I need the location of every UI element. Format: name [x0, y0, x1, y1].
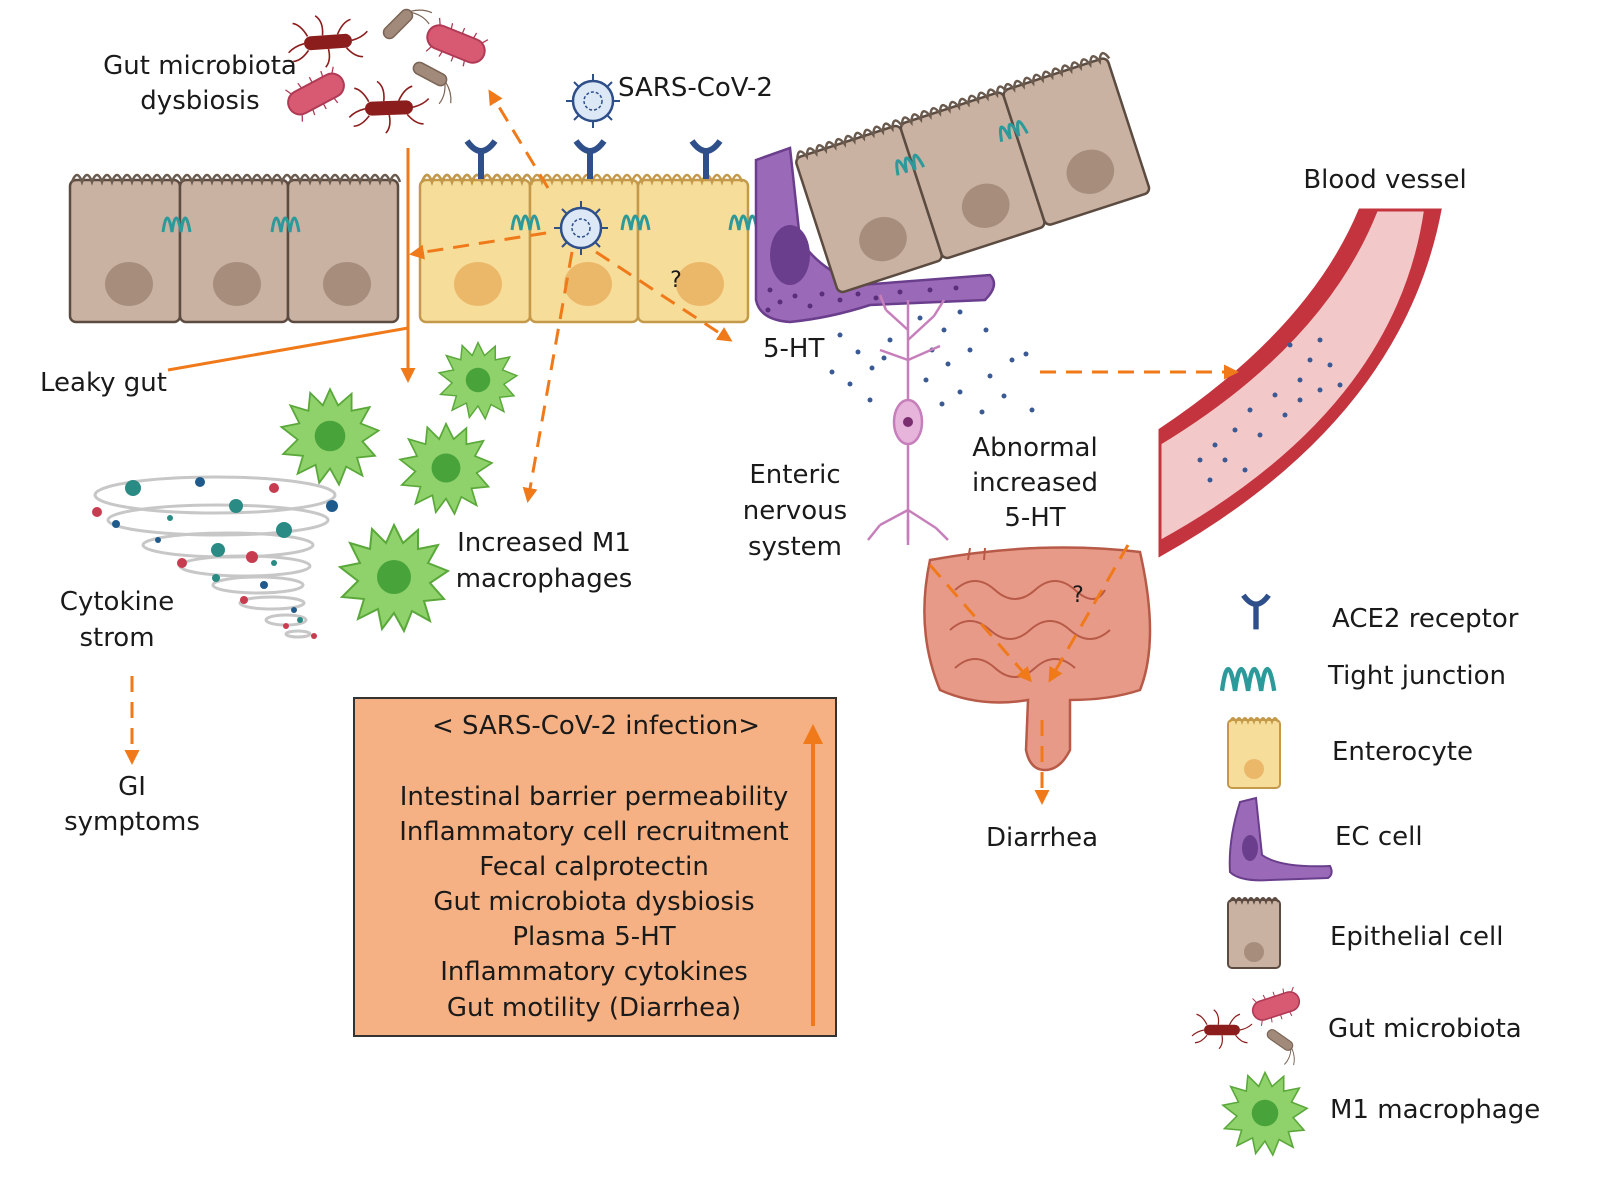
- sars-cov-2-virus-icon: [564, 72, 622, 130]
- virus-to-microbiota-arrow: [488, 89, 550, 189]
- legend-label: Tight junction: [1327, 661, 1506, 691]
- leaky-gut-label: Leaky gut: [40, 368, 167, 398]
- gut-microbiota-cluster: [280, 0, 492, 136]
- enterocytes: [418, 173, 759, 324]
- question-mark-intestine: ?: [1072, 583, 1084, 608]
- legend: ACE2 receptor Tight junction Enterocyte …: [1191, 595, 1540, 1156]
- enteric-neuron: [867, 294, 949, 545]
- tight-junction-icon: [1219, 666, 1277, 692]
- sars-cov-2-virus-icon: [552, 199, 610, 257]
- infection-box-item: Fecal calprotectin: [479, 852, 709, 882]
- infection-box-item: Gut motility (Diarrhea): [447, 993, 741, 1023]
- virus-to-5ht-arrow: [595, 250, 733, 342]
- epithelial-cells-left: [68, 173, 402, 324]
- ace2-receptor-icon: [692, 141, 720, 179]
- virus-to-m1-arrow: [522, 251, 574, 503]
- gut-microbiota-icon: [1191, 984, 1305, 1070]
- cytokine-storm-tornado: [93, 475, 337, 639]
- gi-label-2: symptoms: [64, 807, 200, 837]
- cytokine-label-1: Cytokine: [60, 587, 174, 617]
- legend-label: ACE2 receptor: [1332, 604, 1519, 634]
- legend-label: Gut microbiota: [1328, 1014, 1522, 1044]
- infection-box-item: Gut microbiota dysbiosis: [433, 887, 754, 917]
- abnormal-label-1: Abnormal: [972, 433, 1097, 463]
- blood-vessel: [1158, 208, 1442, 558]
- infection-box-item: Inflammatory cell recruitment: [399, 817, 788, 847]
- ec-cell-icon: [1228, 796, 1333, 882]
- question-mark-cell: ?: [670, 268, 682, 293]
- diarrhea-label: Diarrhea: [986, 823, 1098, 853]
- cytokine-label-2: strom: [79, 623, 154, 653]
- legend-label: Epithelial cell: [1330, 922, 1503, 952]
- sars-cov-2-label: SARS-CoV-2: [618, 73, 773, 103]
- infection-box-item: Plasma 5-HT: [512, 922, 675, 952]
- serotonin-dots: [829, 309, 1035, 415]
- legend-label: Enterocyte: [1332, 737, 1473, 767]
- legend-label: M1 macrophage: [1330, 1095, 1540, 1125]
- gut-microbiota-dysbiosis-label-1: Gut microbiota: [103, 51, 297, 81]
- ace2-receptor-icon: [576, 141, 604, 179]
- m1-macrophage-icon: [1222, 1071, 1308, 1156]
- m1-macrophage-icon: [280, 388, 380, 486]
- infection-box-item: Inflammatory cytokines: [440, 957, 748, 987]
- enterocyte-icon: [1227, 717, 1281, 789]
- ace2-receptor-icon: [1243, 595, 1268, 629]
- virus-to-leaky-arrow: [409, 231, 547, 260]
- m1-macrophage-icon: [339, 524, 449, 632]
- gi-label-1: GI: [118, 772, 146, 802]
- leaky-gut-pointer: [167, 326, 409, 372]
- enteric-label-2: nervous: [743, 496, 847, 526]
- m1-macrophage-icon: [438, 341, 518, 420]
- gut-microbiota-dysbiosis-label-2: dysbiosis: [140, 86, 259, 116]
- m1-macrophage-icon: [399, 422, 493, 515]
- infection-box-item: Intestinal barrier permeability: [400, 782, 788, 812]
- epithelial-cell-icon: [1227, 897, 1281, 969]
- intestine-illustration: [923, 546, 1152, 772]
- ace2-receptor-icon: [467, 141, 495, 179]
- abnormal-label-2: increased: [972, 468, 1098, 498]
- cytokine-particles: [92, 477, 338, 639]
- 5ht-label: 5-HT: [763, 334, 824, 364]
- enteric-label-3: system: [748, 532, 842, 562]
- increased-m1-label-1: Increased M1: [457, 528, 631, 558]
- epithelial-cells-right: [793, 50, 1151, 294]
- blood-vessel-label: Blood vessel: [1303, 165, 1466, 195]
- legend-label: EC cell: [1335, 822, 1423, 852]
- enteric-label-1: Enteric: [749, 460, 840, 490]
- increased-m1-label-2: macrophages: [456, 564, 633, 594]
- sars-cov-2-infection-box: < SARS-CoV-2 infection> Intestinal barri…: [353, 697, 837, 1037]
- ec-cell: [754, 146, 996, 324]
- infection-box-title: < SARS-CoV-2 infection>: [432, 711, 760, 741]
- abnormal-label-3: 5-HT: [1004, 503, 1065, 533]
